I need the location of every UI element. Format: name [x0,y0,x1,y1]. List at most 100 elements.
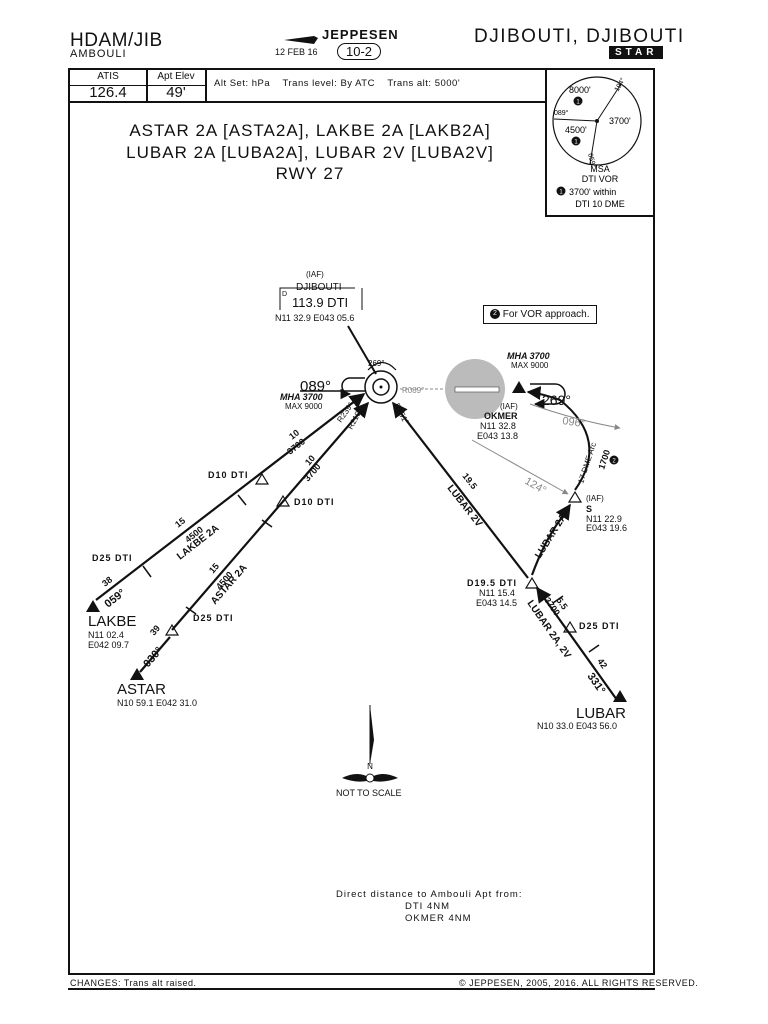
procedure-title-2: LUBAR 2A [LUBA2A], LUBAR 2V [LUBA2V] [126,143,494,162]
east-hold-max: MAX 9000 [511,361,549,370]
lakbe-d10-fix-symbol [254,472,270,485]
north-arrow [342,705,398,783]
lubar-coords: N10 33.0 E043 56.0 [537,721,618,731]
east-hold-course: 269° [542,392,571,408]
lakbe-d10-dist: 10 [287,428,301,442]
atis-value: 126.4 [89,84,127,101]
msa-alt-north: 8000' [569,85,591,95]
note-1-marker [556,186,566,196]
jet-icon [284,32,318,44]
astar-d25-label: D25 DTI [193,613,234,623]
d195-label: D19.5 DTI [467,578,518,588]
footer-rule [68,988,655,990]
okmer-iaf: (IAF) [500,402,518,411]
astar-d10-fix-symbol [275,494,291,507]
note-2-box: 2 For VOR approach. [483,305,597,324]
course-096 [529,403,621,431]
lakbe-name: LAKBE [88,613,137,630]
city-name: DJIBOUTI, DJIBOUTI [474,26,685,47]
lakbe-dist: 15 [173,516,187,530]
lubar-2a-track [530,503,571,576]
note-2-marker: 2 [490,309,500,320]
lakbe-d10-label: D10 DTI [208,470,249,480]
note-2-marker [609,455,619,465]
changes-note: CHANGES: Trans alt raised. [70,978,197,988]
astar-dist: 15 [207,561,221,575]
west-hold-course: 089° [300,378,332,395]
info-bar-divider [68,101,545,103]
runway-symbol [454,386,500,393]
d195-fix-symbol [524,576,540,589]
astar-fix-symbol [130,668,144,680]
north-label: N [367,762,373,771]
okmer-lat: N11 32.8 [480,421,516,431]
lakbe-track [95,393,366,601]
lakbe-leg-dist: 38 [100,575,114,589]
msa-note2: DTI 10 DME [575,199,625,209]
msa-note: 3700' within [569,187,616,197]
procedure-title-3: RWY 27 [275,164,345,183]
vor-iaf: (IAF) [306,270,324,279]
astar-d10-label: D10 DTI [294,497,335,507]
note-1-marker [571,136,581,146]
msa-brg-w: 089° [554,109,569,117]
arc-label: 17 DME Arc [576,441,598,484]
tick [185,606,197,615]
d195-lon: E043 14.5 [476,598,518,608]
east-hold-mha: MHA 3700 [507,351,550,361]
astar-inbound [139,636,171,673]
msa-sector-line [553,118,598,122]
lakbe-lat: N11 02.4 [88,630,124,640]
brand-text: JEPPESEN [322,27,399,42]
astar-d10-dist: 10 [303,453,317,467]
airport-ident: HDAM/JIB [70,30,163,51]
info-bar-divider [68,85,206,86]
jeppesen-logo: JEPPESEN [284,27,399,44]
msa-box-border [545,215,655,217]
astar-d25-fix-symbol [164,623,180,636]
vor-leader [347,325,377,375]
lubar-d25-fix-symbol [562,620,578,633]
msa-alt-east: 3700' [609,116,631,126]
msa-title: MSA [590,164,610,174]
not-to-scale: NOT TO SCALE [336,788,402,798]
msa-alt-west: 4500' [565,125,587,135]
astar-course: 030° [141,645,165,670]
tick [588,644,600,653]
lubar-d25-label: D25 DTI [579,621,620,631]
elev-value: 49' [166,84,186,101]
lubar-dist-42: 42 [595,656,609,670]
msa-station: DTI VOR [582,174,619,184]
course-096-label: 096° [562,415,586,430]
lakbe-course: 059° [102,587,127,610]
msa-circle [552,76,642,166]
atis-label: ATIS [97,71,119,82]
vor-name: DJIBOUTI [296,282,342,293]
vor-symbol [364,370,398,404]
astar-track [171,401,370,631]
tick [237,494,247,506]
copyright: © JEPPESEN, 2005, 2016. ALL RIGHTS RESER… [459,978,699,988]
distance-dti: DTI 4NM [405,901,450,912]
west-hold-max: MAX 9000 [285,402,323,411]
lubar-fix-symbol [613,690,627,702]
astar-d10-alt: 3700 [302,462,323,484]
vor-d-symbol: D [282,291,288,298]
tick [552,595,564,604]
msa-box-border [545,68,547,216]
msa-diagram: 1 1 8000' 3700' 4500' 194° 089° 059° MSA… [552,76,642,209]
s-name: S [586,504,593,514]
s-iaf: (IAF) [586,494,604,503]
course-124-label: 124° [523,475,549,497]
distances-title: Direct distance to Ambouli Apt from: [336,889,523,900]
msa-sector-line [589,120,598,165]
okmer-name: OKMER [484,411,518,421]
elev-label: Apt Elev [157,71,195,82]
lubar-2v-track [392,401,529,579]
lubar-course: 331° [585,671,608,697]
msa-sector-line [596,83,622,122]
airport-name: AMBOULI [70,48,127,60]
note-2-text: For VOR approach. [502,309,590,320]
lakbe-d25-label: D25 DTI [92,553,133,563]
